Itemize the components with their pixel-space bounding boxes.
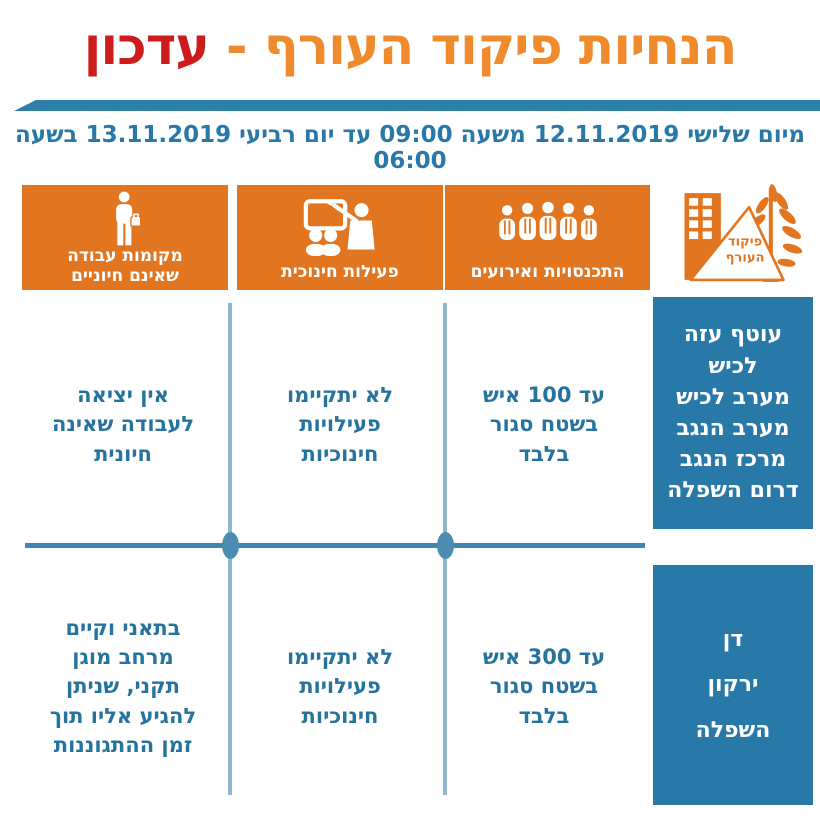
cell-row2-gatherings: עד 300 איש בשטח סגור בלבד: [482, 644, 606, 728]
cell-row1-workplaces: אין יציאה לעבודה שאינה חיונית: [51, 382, 195, 466]
validity-period-text: מיום שלישי 12.11.2019 משעה 09:00 עד יום …: [14, 122, 806, 174]
logo-text-line1: פיקוד: [728, 235, 762, 250]
column-label-education: פעילות חינוכית: [281, 262, 399, 283]
cell-row1-education: לא יתקיימו פעילויות חינוכיות: [286, 382, 394, 466]
cell-row1-gatherings: עד 100 איש בשטח סגור בלבד: [482, 382, 606, 466]
column-label-gatherings: התכנסויות ואירועים: [470, 262, 625, 283]
column-header-education: פעילות חינוכית: [237, 185, 443, 290]
page-title-update: עדכון: [83, 17, 210, 77]
title-underline-bar: [14, 100, 820, 111]
column-header-workplaces: מקומות עבודה שאינם חיוניים: [22, 185, 228, 290]
worker-briefcase-icon: [103, 191, 147, 247]
grid-intersection-dot-2: [437, 532, 454, 559]
cell-row2-education: לא יתקיימו פעילויות חינוכיות: [286, 644, 394, 728]
crowd-icon: [496, 191, 600, 263]
logo-text-line2: העורף: [726, 251, 765, 266]
cell-row2-workplaces: בתאני וקיים מרחב מוגן תקני, שניתן להגיע …: [49, 615, 197, 758]
teacher-board-icon: [299, 191, 381, 263]
region-box-south: עוטף עזה לכיש מערב לכיש מערב הנגב מרכז ה…: [653, 297, 813, 529]
column-label-workplaces: מקומות עבודה שאינם חיוניים: [67, 246, 183, 286]
home-front-command-logo: פיקוד העורף: [658, 183, 812, 291]
grid-horizontal-line: [25, 543, 645, 548]
page-title-main: הנחיות פיקוד העורף -: [208, 17, 737, 77]
column-header-gatherings: התכנסויות ואירועים: [445, 185, 650, 290]
grid-intersection-dot-1: [222, 532, 239, 559]
page-title: הנחיות פיקוד העורף - עדכון: [0, 14, 820, 82]
region-box-center: דן ירקון השפלה: [653, 565, 813, 805]
